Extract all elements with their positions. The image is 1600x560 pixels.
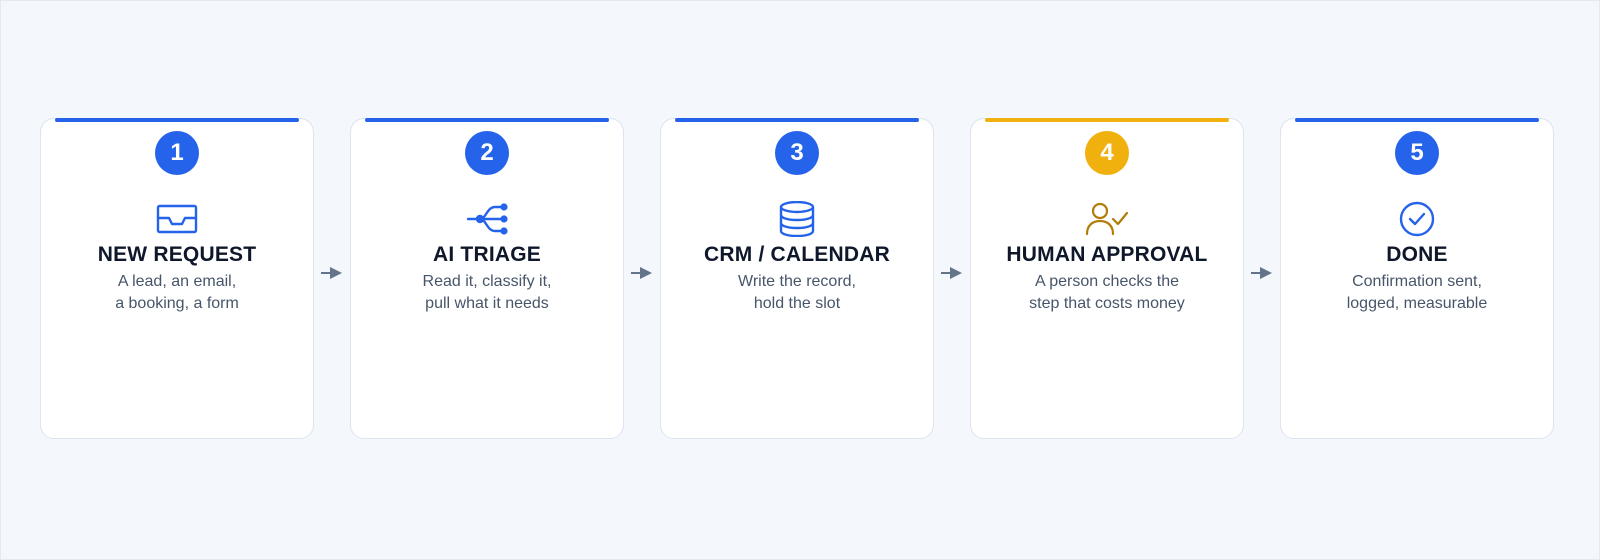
step-description-line: logged, measurable xyxy=(1346,295,1488,312)
step-accent-bar xyxy=(55,117,299,122)
step-card-crm-calendar: 3 CRM / CALENDAR Write the record, hold … xyxy=(660,117,934,439)
check-circle-icon xyxy=(1395,201,1439,237)
step-accent-bar xyxy=(675,117,919,122)
step-description-line: hold the slot xyxy=(753,295,841,312)
step-card-new-request: 1 NEW REQUEST A lead, an email, a bookin… xyxy=(40,117,314,439)
step-number-badge: 4 xyxy=(1085,131,1129,175)
step-description: Read it, classify it, pull what it needs xyxy=(361,271,613,315)
step-description-line: A person checks the xyxy=(1034,273,1180,290)
arrow-right-icon xyxy=(1251,267,1272,279)
flow-arrow xyxy=(624,118,660,439)
inbox-tray-icon xyxy=(155,201,199,237)
flow-arrow xyxy=(314,118,350,439)
step-title: DONE xyxy=(1386,243,1448,266)
database-icon xyxy=(775,201,819,237)
step-number-badge: 3 xyxy=(775,131,819,175)
step-number-badge: 2 xyxy=(465,131,509,175)
step-description-line: step that costs money xyxy=(1029,295,1185,312)
step-card-done: 5 DONE Confirmation sent, logged, measur… xyxy=(1280,117,1554,439)
step-description-line: Confirmation sent, xyxy=(1352,273,1482,290)
user-check-icon xyxy=(1085,201,1129,237)
step-description: A lead, an email, a booking, a form xyxy=(51,271,303,315)
branch-split-icon xyxy=(465,201,509,237)
step-number-badge: 1 xyxy=(155,131,199,175)
step-title: CRM / CALENDAR xyxy=(704,243,890,266)
step-title: NEW REQUEST xyxy=(97,243,257,266)
step-title: HUMAN APPROVAL xyxy=(1006,243,1208,266)
step-accent-bar xyxy=(985,117,1229,122)
step-description-line: Write the record, xyxy=(738,273,856,290)
step-description-line: Read it, classify it, xyxy=(422,273,552,290)
step-description-line: pull what it needs xyxy=(425,295,549,312)
step-description-line: a booking, a form xyxy=(115,295,239,312)
step-description: Write the record, hold the slot xyxy=(671,271,923,315)
arrow-right-icon xyxy=(941,267,962,279)
step-description: Confirmation sent, logged, measurable xyxy=(1291,271,1543,315)
process-flow: 1 NEW REQUEST A lead, an email, a bookin… xyxy=(40,117,1554,439)
flow-arrow xyxy=(934,118,970,439)
arrow-right-icon xyxy=(321,267,342,279)
step-accent-bar xyxy=(365,117,609,122)
step-accent-bar xyxy=(1295,117,1539,122)
flow-arrow xyxy=(1244,118,1280,439)
step-card-ai-triage: 2 AI TRIAGE Read it, classify it, pull w… xyxy=(350,117,624,439)
step-number-badge: 5 xyxy=(1395,131,1439,175)
step-card-human-approval: 4 HUMAN APPROVAL A person checks the ste… xyxy=(970,117,1244,439)
step-description: A person checks the step that costs mone… xyxy=(981,271,1233,315)
step-title: AI TRIAGE xyxy=(433,243,541,266)
step-description-line: A lead, an email, xyxy=(117,273,237,290)
arrow-right-icon xyxy=(631,267,652,279)
